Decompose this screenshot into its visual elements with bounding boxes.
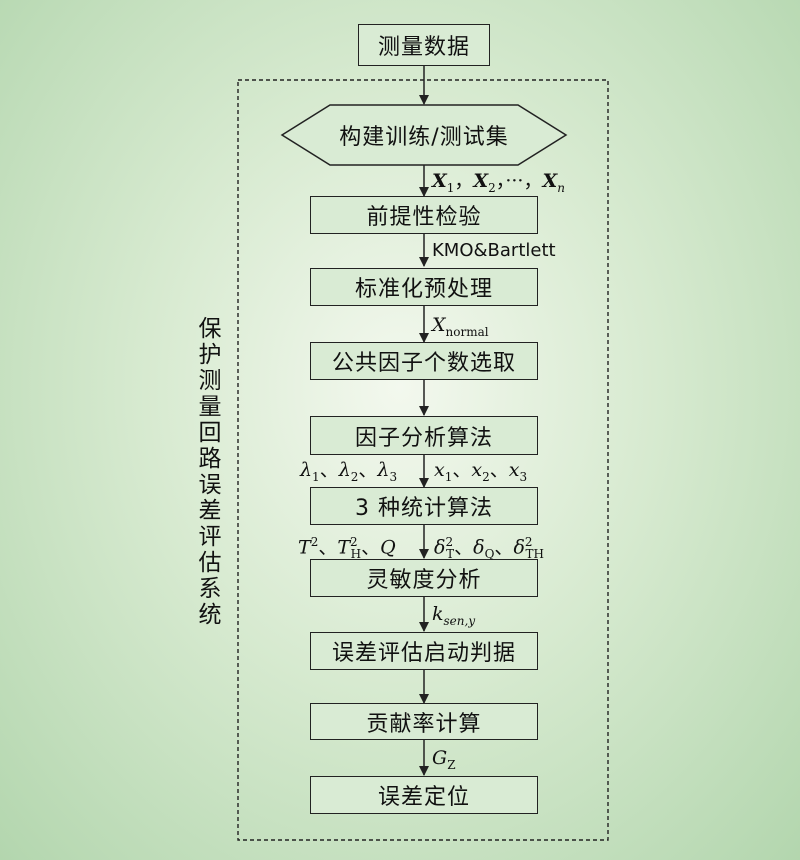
label-xs: x1、x2、x3 bbox=[434, 459, 528, 484]
node-sensitivity: 灵敏度分析 bbox=[310, 559, 538, 597]
system-boundary bbox=[237, 79, 609, 841]
label-kmo-bartlett: KMO&Bartlett bbox=[432, 240, 556, 261]
node-build-sets: 构建训练/测试集 bbox=[339, 125, 509, 150]
node-pretest: 前提性检验 bbox=[310, 196, 538, 234]
label-data-sets: X1，X2，···，Xn bbox=[432, 170, 565, 195]
label-t2-th2-q: T2、T2H、Q bbox=[298, 535, 396, 562]
system-label: 保护测量回路误差评估系统 bbox=[194, 316, 220, 628]
label-x-normal: Xnormal bbox=[432, 314, 489, 339]
node-factor-count: 公共因子个数选取 bbox=[310, 342, 538, 380]
node-standardize: 标准化预处理 bbox=[310, 268, 538, 306]
node-criterion: 误差评估启动判据 bbox=[310, 632, 538, 670]
node-measure-data: 测量数据 bbox=[358, 24, 490, 66]
build-hexagon bbox=[280, 104, 568, 166]
node-three-stats: 3 种统计算法 bbox=[310, 487, 538, 525]
node-factor-algorithm: 因子分析算法 bbox=[310, 416, 538, 455]
node-locate: 误差定位 bbox=[310, 776, 538, 814]
label-gz: GZ bbox=[432, 747, 456, 772]
label-lambdas: λ1、λ2、λ3 bbox=[300, 459, 398, 484]
node-contribution: 贡献率计算 bbox=[310, 703, 538, 740]
label-k-sen: ksen,y bbox=[432, 603, 476, 628]
label-deltas: δ2T、δQ、δ2TH bbox=[434, 535, 544, 562]
